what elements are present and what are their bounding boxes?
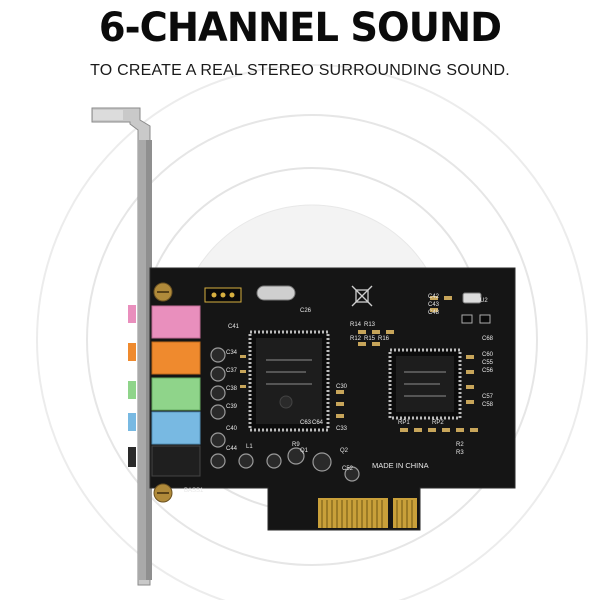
- screw-bottom: [153, 483, 173, 503]
- pcb-board: [149, 267, 516, 531]
- label-rp2: RP2: [432, 420, 444, 426]
- capacitors: [210, 347, 360, 482]
- label-q2: Q2: [340, 448, 349, 454]
- pci-bracket: [91, 107, 152, 586]
- audio-jacks: [128, 305, 201, 477]
- label-c68: C68: [482, 336, 494, 342]
- label-rp1: RP1: [398, 420, 410, 426]
- screw-top: [153, 282, 173, 302]
- label-r9: R9: [292, 442, 300, 448]
- label-c48: C48: [428, 310, 440, 316]
- label-c42: C42: [428, 294, 440, 300]
- label-r14: R14: [350, 322, 362, 328]
- silkscreen-labels: C26 C42 C43 C48 R14 R13 C30 C33 C34 C37 …: [184, 294, 494, 494]
- label-c34: C34: [226, 350, 238, 356]
- label-u2: U2: [480, 298, 488, 304]
- label-r16: R16: [378, 336, 390, 342]
- bridge-chip: [388, 348, 462, 420]
- label-r2: R2: [456, 442, 464, 448]
- label-c43: C43: [428, 302, 440, 308]
- label-c64: C64: [312, 420, 324, 426]
- label-r15: R15: [364, 336, 376, 342]
- label-l1: L1: [246, 444, 253, 450]
- label-c40: C40: [226, 426, 238, 432]
- label-c33: C33: [336, 426, 348, 432]
- label-c38: C38: [226, 386, 238, 392]
- label-c58: C58: [482, 402, 494, 408]
- made-in-label: MADE IN CHINA: [372, 461, 429, 470]
- label-c56: C56: [482, 368, 494, 374]
- label-r12: R12: [350, 336, 362, 342]
- audio-processor-chip: [248, 330, 330, 432]
- label-c39: C39: [226, 404, 238, 410]
- label-r13: R13: [364, 322, 376, 328]
- weee-bin-mark: [351, 285, 373, 307]
- label-c41: C41: [228, 324, 240, 330]
- headline: 6-CHANNEL SOUND: [98, 5, 502, 51]
- label-c55: C55: [482, 360, 494, 366]
- label-c37: C37: [226, 368, 238, 374]
- port-label: BASS1: [184, 488, 204, 494]
- label-c26: C26: [300, 308, 312, 314]
- label-c60: C60: [482, 352, 494, 358]
- subheadline: TO CREATE A REAL STEREO SURROUNDING SOUN…: [90, 62, 510, 79]
- label-c44: C44: [226, 446, 238, 452]
- label-c57: C57: [482, 394, 494, 400]
- smd-components: [240, 296, 478, 432]
- label-c30: C30: [336, 384, 348, 390]
- label-r3: R3: [456, 450, 464, 456]
- label-c52: C52: [342, 466, 354, 472]
- label-c63: C63: [300, 420, 312, 426]
- label-q1: Q1: [300, 448, 309, 454]
